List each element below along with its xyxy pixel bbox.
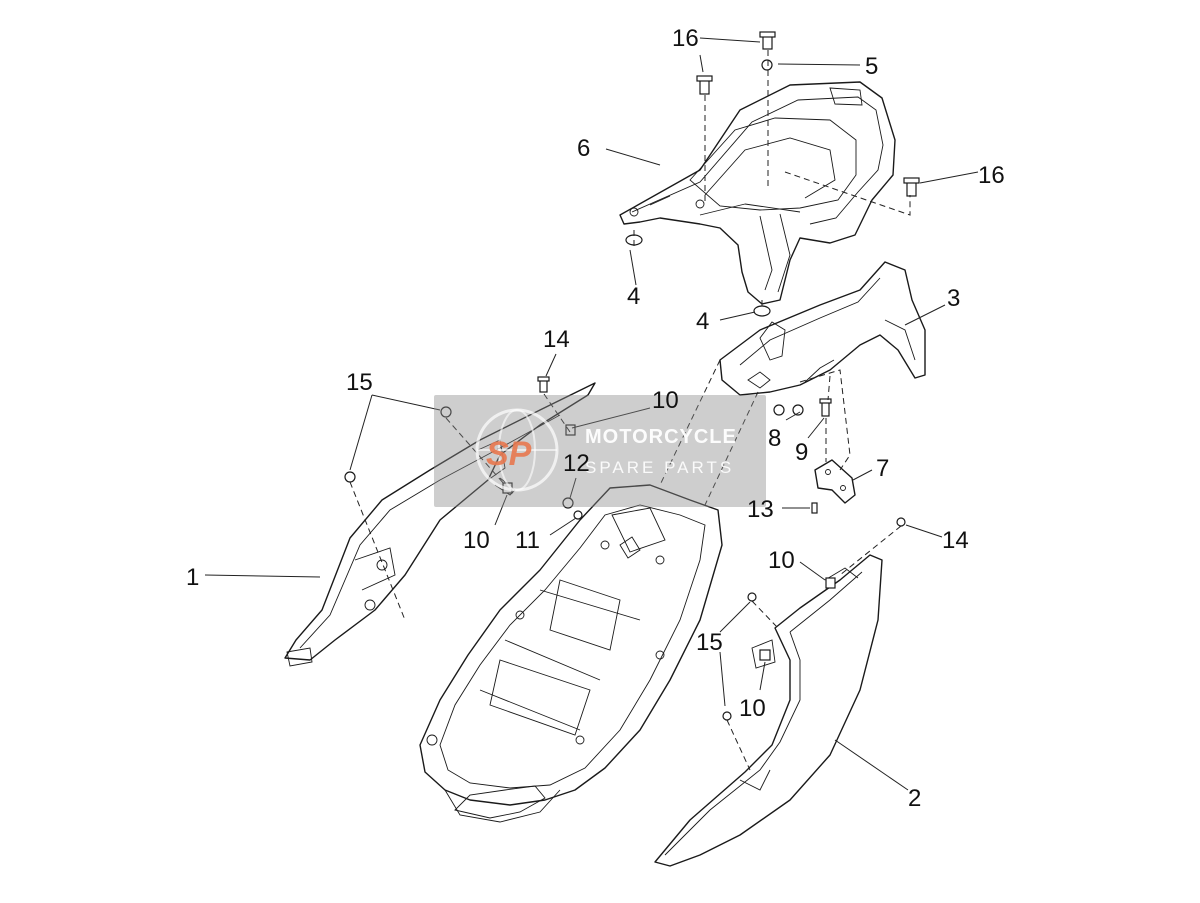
callout-labels: 16 5 6 16 4 4 3 14 15 10 8 12 9 7 10 11 … [186, 25, 1005, 812]
nut-15-c [747, 592, 757, 602]
callout-14-right: 14 [942, 527, 969, 554]
callout-4-left: 4 [627, 283, 640, 310]
watermark-subtitle: SPARE PARTS [585, 458, 734, 477]
part-3-rear-mudguard [719, 261, 926, 396]
screw-16-right [906, 181, 917, 197]
callout-5: 5 [865, 53, 878, 80]
callout-11: 11 [515, 527, 540, 554]
washer-5 [761, 59, 773, 71]
clip-10-upper [565, 424, 576, 436]
part-6-seat-subframe [619, 81, 896, 305]
nut-12 [562, 497, 574, 509]
screw-11 [573, 510, 583, 520]
leader-lines [204, 37, 979, 791]
watermark-title: MOTORCYCLE [585, 426, 737, 448]
callout-14-top: 14 [543, 326, 570, 353]
clip-10-lower [759, 649, 771, 661]
callout-13: 13 [747, 496, 774, 523]
callout-2: 2 [908, 785, 921, 812]
callout-10-right: 10 [768, 547, 795, 574]
screw-9 [821, 401, 830, 417]
screw-14-right [896, 517, 906, 527]
assembly-lines [349, 50, 911, 771]
watermark-logo: SP MOTORCYCLE SPARE PARTS [434, 395, 766, 507]
callout-10-bottom: 10 [739, 695, 766, 722]
nut-15-b [344, 471, 356, 483]
part-7-bracket [814, 459, 856, 504]
callout-3: 3 [947, 285, 960, 312]
callout-16-top: 16 [672, 25, 699, 52]
callout-6: 6 [577, 135, 590, 162]
callout-15-right: 15 [696, 629, 723, 656]
part-undertray-frame [419, 484, 723, 823]
grommet-4-center [753, 305, 771, 317]
callout-1: 1 [186, 564, 199, 591]
callout-10-left: 10 [463, 527, 490, 554]
callout-4-center: 4 [696, 308, 709, 335]
nut-8-a [773, 404, 785, 416]
nut-15-d [722, 711, 732, 721]
callout-16-right: 16 [978, 162, 1005, 189]
screw-14-left [539, 379, 548, 393]
screw-13 [811, 502, 818, 514]
callout-8: 8 [768, 425, 781, 452]
callout-15-left: 15 [346, 369, 373, 396]
fasteners [344, 31, 920, 721]
clip-10-right [825, 577, 836, 589]
callout-10-top: 10 [652, 387, 679, 414]
nut-8-b [792, 404, 804, 416]
screw-16-left [699, 79, 710, 95]
watermark-logo-letters: SP [486, 435, 532, 473]
callout-9: 9 [795, 439, 808, 466]
nut-15-a [440, 406, 452, 418]
part-2-right-side-panel [654, 554, 883, 867]
callout-12: 12 [563, 450, 590, 477]
callout-7: 7 [876, 455, 889, 482]
